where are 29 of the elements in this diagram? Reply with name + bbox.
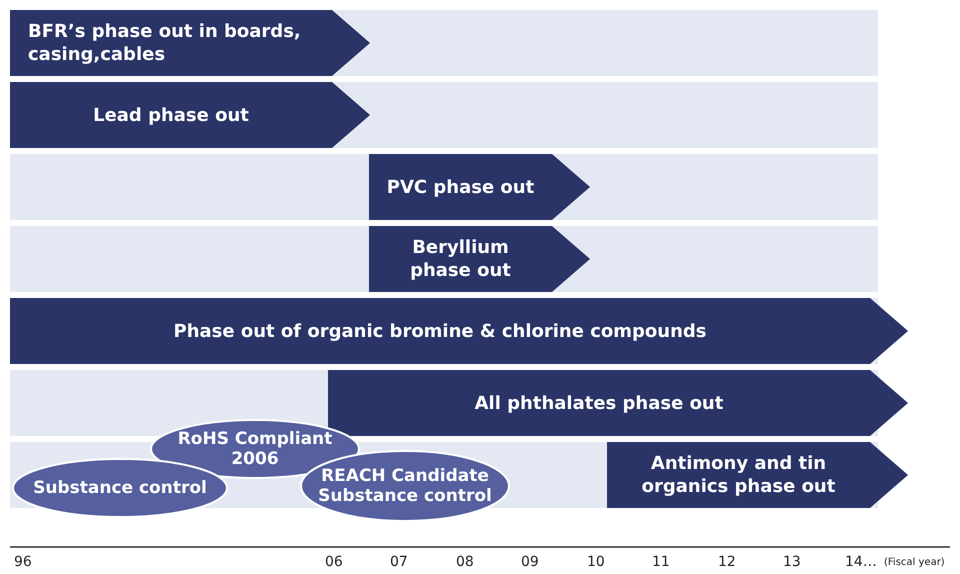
timeline-bar xyxy=(10,10,370,76)
timeline-bar xyxy=(10,298,908,364)
year-label: 07 xyxy=(390,554,408,570)
arrow-label: Beryllium phase out xyxy=(409,236,512,282)
year-label: 10 xyxy=(587,554,605,570)
year-label: 13 xyxy=(783,554,801,570)
timeline-bar xyxy=(369,226,590,292)
arrow-label: PVC phase out xyxy=(386,176,534,198)
year-label: 08 xyxy=(456,554,474,570)
year-label: 14… xyxy=(845,554,877,570)
arrow-label: Phase out of organic bromine & chlorine compounds xyxy=(174,320,706,342)
year-label: 11 xyxy=(652,554,670,570)
arrow-label: BFR’s phase out in boards, casing,cables xyxy=(28,20,302,66)
arrow-label: All phthalates phase out xyxy=(474,392,724,414)
year-label: 06 xyxy=(325,554,343,570)
timeline-bar xyxy=(10,82,370,148)
ellipse-label: RoHS Compliant 2006 xyxy=(176,429,332,469)
year-label: 09 xyxy=(521,554,539,570)
ellipse-label: REACH Candidate Substance control xyxy=(317,466,493,506)
year-label: 12 xyxy=(718,554,736,570)
milestone-ellipse xyxy=(12,458,228,518)
timeline-bar xyxy=(369,154,590,220)
milestone-ellipse xyxy=(300,450,510,522)
ellipse-label: Substance control xyxy=(33,478,207,498)
arrow-label: Lead phase out xyxy=(93,104,249,126)
arrow-label: Antimony and tin organics phase out xyxy=(640,452,836,498)
axis-unit-label: (Fiscal year) xyxy=(884,557,945,568)
year-label: 96 xyxy=(14,554,32,570)
timeline-bar xyxy=(607,442,908,508)
